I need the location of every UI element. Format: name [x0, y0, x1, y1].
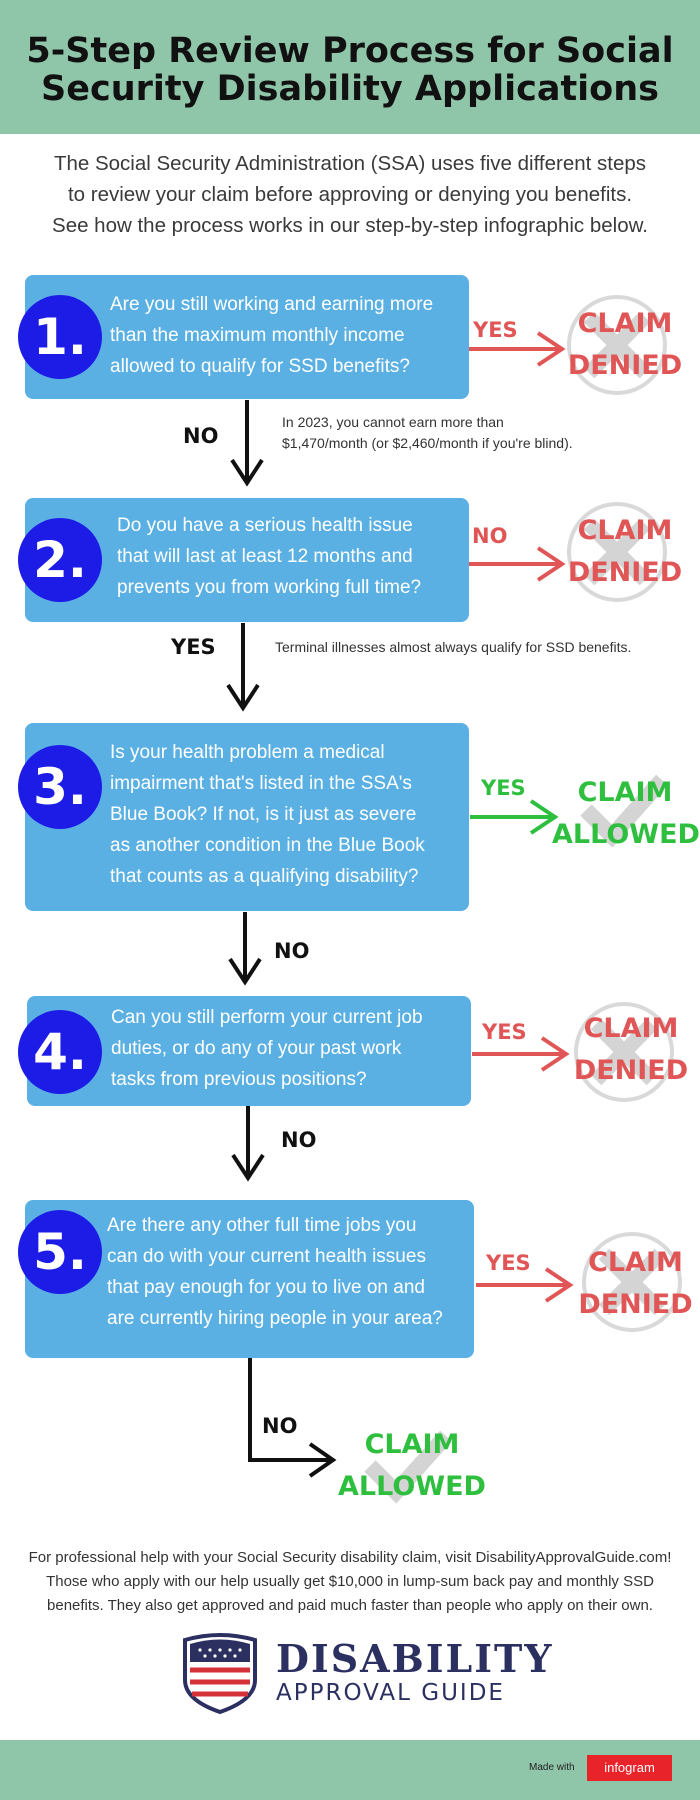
step-3-down-label: NO [274, 939, 310, 963]
question-line: that pay enough for you to live on and [107, 1277, 425, 1298]
step4-side-arrow [472, 1036, 570, 1072]
question-line: tasks from previous positions? [111, 1069, 367, 1090]
result-line: CLAIM [588, 1247, 683, 1278]
page-title: 5-Step Review Process for Social Securit… [0, 32, 700, 108]
step-2-note: Terminal illnesses almost always qualify… [275, 637, 631, 658]
step5-side-arrow [476, 1267, 574, 1303]
step5-down-arrow [248, 1358, 337, 1478]
step-2-question: Do you have a serious health issue that … [117, 510, 421, 603]
step-3-number: 3. [18, 745, 102, 829]
header-banner [0, 0, 700, 134]
step-1-question: Are you still working and earning more t… [110, 289, 433, 382]
brand-name: DISABILITY [276, 1636, 554, 1681]
step-4-result: CLAIM DENIED [566, 1008, 696, 1092]
step3-side-arrow [470, 799, 559, 835]
step1-side-arrow [468, 331, 566, 367]
question-line: duties, or do any of your past work [111, 1038, 402, 1059]
step-2-side-label: NO [472, 524, 508, 548]
title-line-2: Security Disability Applications [41, 69, 659, 109]
question-line: Is your health problem a medical [110, 742, 385, 763]
result-line: CLAIM [364, 1429, 460, 1460]
question-line: allowed to qualify for SSD benefits? [110, 356, 410, 377]
result-line: DENIED [567, 350, 683, 381]
result-line: ALLOWED [338, 1471, 486, 1502]
question-line: can do with your current health issues [107, 1246, 426, 1267]
note-line: Terminal illnesses almost always qualify… [275, 639, 632, 655]
step-1-result: CLAIM DENIED [560, 303, 690, 387]
step-4-side-label: YES [482, 1020, 527, 1044]
result-line: ALLOWED [552, 819, 700, 850]
step-2-result: CLAIM DENIED [560, 510, 690, 594]
step-3-side-label: YES [481, 776, 526, 800]
question-line: Blue Book? If not, is it just as severe [110, 804, 417, 825]
step-1-number: 1. [18, 295, 102, 379]
step-5-number: 5. [18, 1210, 102, 1294]
question-line: impairment that's listed in the SSA's [110, 773, 412, 794]
intro-line-2: to review your claim before approving or… [67, 183, 633, 206]
intro-line-1: The Social Security Administration (SSA)… [53, 152, 647, 175]
footer-line-2: Those who apply with our help usually ge… [46, 1573, 654, 1590]
question-line: that will last at least 12 months and [117, 546, 413, 567]
question-line: prevents you from working full time? [117, 577, 422, 598]
question-line: Do you have a serious health issue [117, 515, 413, 536]
step-1-side-label: YES [473, 318, 518, 342]
step-1-down-label: NO [183, 424, 219, 448]
step-1-note: In 2023, you cannot earn more than $1,47… [282, 412, 573, 454]
result-line: CLAIM [583, 1013, 679, 1044]
intro-text: The Social Security Administration (SSA)… [20, 148, 680, 241]
step-5-down-label: NO [262, 1414, 298, 1438]
step-2-number: 2. [18, 518, 102, 602]
step-5-side-label: YES [486, 1251, 531, 1275]
step-5-question: Are there any other full time jobs you c… [107, 1210, 443, 1334]
result-line: DENIED [573, 1055, 689, 1086]
question-line: as another condition in the Blue Book [110, 835, 425, 856]
footer-line-3: benefits. They also get approved and pai… [47, 1597, 653, 1614]
step-5-result: CLAIM DENIED [573, 1242, 698, 1326]
made-with-label: Made with [529, 1762, 575, 1773]
step2-down-arrow [226, 623, 260, 712]
result-line: DENIED [567, 557, 683, 588]
footer-banner [0, 1740, 700, 1800]
question-line: that counts as a qualifying disability? [110, 866, 419, 887]
step-2-down-label: YES [171, 635, 216, 659]
note-line: $1,470/month (or $2,460/month if you're … [282, 435, 573, 451]
step1-down-arrow [230, 400, 264, 487]
step-4-down-label: NO [281, 1128, 317, 1152]
question-line: Are there any other full time jobs you [107, 1215, 417, 1236]
brand-tagline: APPROVAL GUIDE [276, 1680, 505, 1706]
question-line: Are you still working and earning more [110, 294, 434, 315]
infogram-badge[interactable]: infogram [587, 1755, 672, 1781]
step2-side-arrow [468, 546, 566, 582]
footer-text: For professional help with your Social S… [10, 1546, 690, 1618]
step-3-result: CLAIM ALLOWED [552, 772, 700, 856]
step-3-question: Is your health problem a medical impairm… [110, 737, 425, 892]
step3-down-arrow [228, 912, 262, 986]
us-flag-shield-icon [183, 1633, 257, 1715]
result-line: CLAIM [577, 515, 673, 546]
question-line: are currently hiring people in your area… [107, 1308, 443, 1329]
question-line: than the maximum monthly income [110, 325, 405, 346]
step4-down-arrow [231, 1106, 265, 1182]
step-5-question-box: Are there any other full time jobs you c… [25, 1200, 474, 1358]
step-3-question-box: Is your health problem a medical impairm… [25, 723, 469, 911]
note-line: In 2023, you cannot earn more than [282, 414, 504, 430]
result-line: DENIED [578, 1289, 693, 1320]
step-4-question: Can you still perform your current job d… [111, 1002, 423, 1095]
result-line: CLAIM [577, 777, 673, 808]
result-line: CLAIM [577, 308, 673, 339]
question-line: Can you still perform your current job [111, 1007, 423, 1028]
footer-line-1: For professional help with your Social S… [28, 1549, 672, 1566]
final-result: CLAIM ALLOWED [332, 1424, 492, 1508]
step-4-number: 4. [18, 1010, 102, 1094]
intro-line-3: See how the process works in our step-by… [52, 214, 648, 237]
title-line-1: 5-Step Review Process for Social [26, 31, 674, 71]
